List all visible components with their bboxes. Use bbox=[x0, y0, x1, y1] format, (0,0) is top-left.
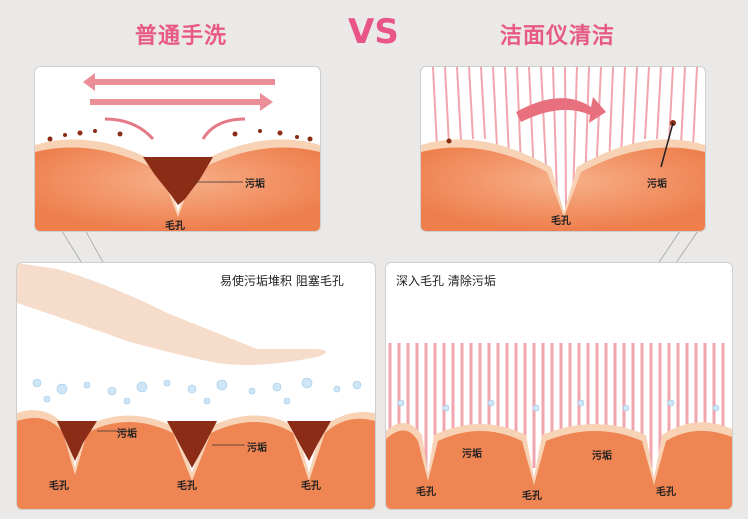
dirt-mass bbox=[287, 421, 331, 461]
label-dirt: 污垢 bbox=[117, 429, 137, 440]
panel-device-cleaning: 污垢 污垢 毛孔 毛孔 毛孔 bbox=[385, 262, 733, 510]
title-vs: VS bbox=[348, 12, 399, 52]
label-pore: 毛孔 bbox=[656, 487, 676, 498]
label-pore: 毛孔 bbox=[301, 481, 321, 492]
rotation-arrow bbox=[516, 97, 606, 123]
panel-manual-wash: 污垢 污垢 毛孔 毛孔 毛孔 bbox=[16, 262, 376, 510]
label-pore: 毛孔 bbox=[416, 487, 436, 498]
label-pore: 毛孔 bbox=[49, 481, 69, 492]
arrow-right bbox=[90, 93, 273, 111]
curve-arrow-left bbox=[104, 117, 155, 141]
hand bbox=[17, 263, 326, 365]
label-dirt: 污垢 bbox=[592, 451, 612, 462]
panel-device-closeup: 污垢 毛孔 bbox=[420, 66, 706, 232]
caption-manual-wash: 易使污垢堆积 阻塞毛孔 bbox=[220, 274, 344, 288]
label-dirt: 污垢 bbox=[647, 179, 667, 190]
label-pore: 毛孔 bbox=[522, 491, 542, 502]
label-pore: 毛孔 bbox=[551, 216, 571, 227]
curve-arrow-right bbox=[201, 117, 246, 140]
label-dirt: 污垢 bbox=[247, 443, 267, 454]
dirt-mass bbox=[57, 421, 97, 461]
dirt-mass bbox=[167, 421, 217, 468]
title-device-cleaning: 洁面仪清洁 bbox=[500, 24, 616, 49]
label-dirt: 污垢 bbox=[462, 449, 482, 460]
arrow-left bbox=[83, 73, 275, 91]
label-pore: 毛孔 bbox=[177, 481, 197, 492]
label-dirt: 污垢 bbox=[245, 179, 265, 190]
panel-manual-closeup: 污垢 毛孔 bbox=[34, 66, 321, 232]
caption-device-cleaning: 深入毛孔 清除污垢 bbox=[396, 274, 496, 288]
title-manual-wash: 普通手洗 bbox=[135, 24, 228, 49]
dirt-mass bbox=[143, 157, 213, 205]
label-pore: 毛孔 bbox=[165, 221, 185, 232]
